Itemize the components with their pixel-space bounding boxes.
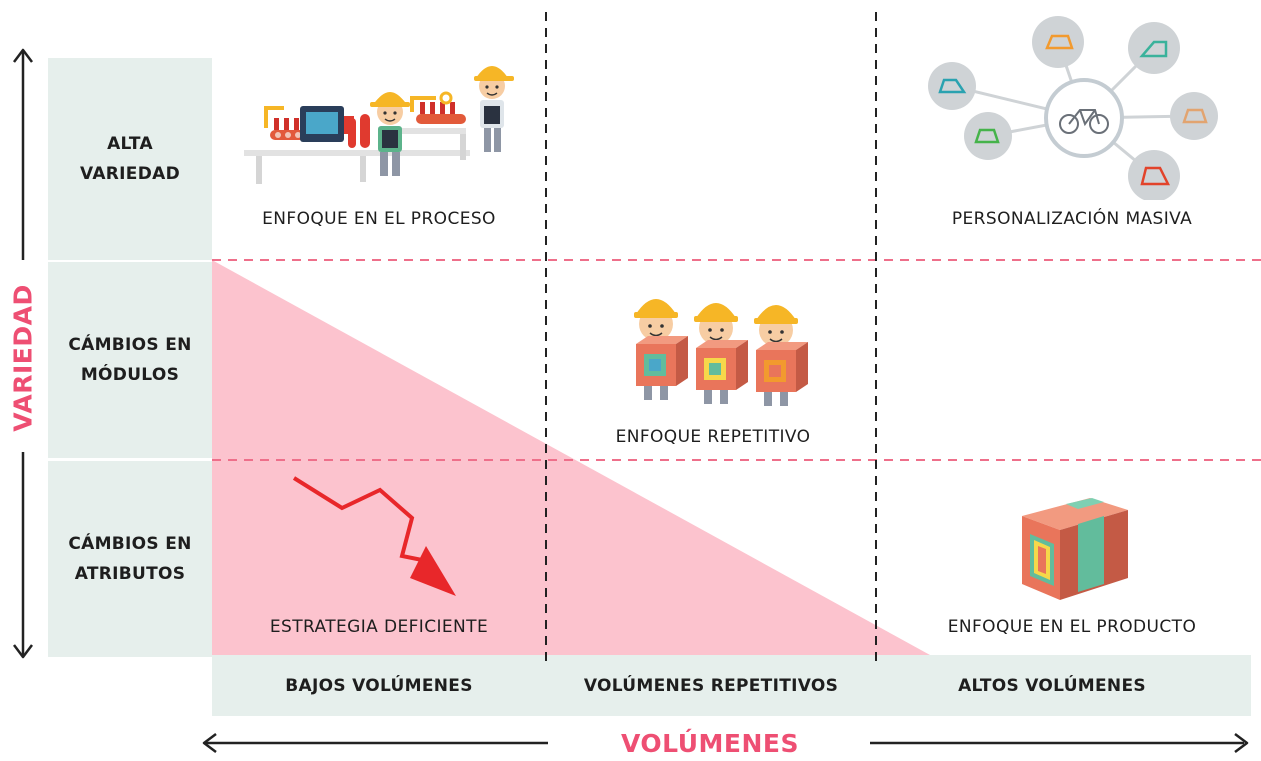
worker-box-2 <box>694 303 748 404</box>
declining-arrow-icon <box>292 476 456 596</box>
column-label-bajos: BAJOS VOLÚMENES <box>285 675 473 696</box>
column-label-repetitivos: VOLÚMENES REPETITIVOS <box>583 675 839 696</box>
worker-box-3 <box>754 305 808 406</box>
isometric-box-icon <box>1022 498 1128 600</box>
label-enfoque-producto: ENFOQUE EN EL PRODUCTO <box>947 617 1197 637</box>
worker-2 <box>474 66 514 152</box>
x-axis-title: VOLÚMENES <box>560 729 860 758</box>
column-label-altos: ALTOS VOLÚMENES <box>958 675 1146 696</box>
x-axis-arrows <box>202 733 1249 753</box>
label-personalizacion-masiva: PERSONALIZACIÓN MASIVA <box>951 209 1193 229</box>
worker-1 <box>370 92 410 176</box>
column-header-bajos: BAJOS VOLÚMENES <box>212 655 546 716</box>
row-label-cambios-modulos: CÁMBIOS EN MÓDULOS <box>68 335 192 385</box>
column-header-repetitivos: VOLÚMENES REPETITIVOS <box>546 655 876 716</box>
row-header-cambios-atributos: CÁMBIOS EN ATRIBUTOS <box>48 461 212 657</box>
label-enfoque-proceso: ENFOQUE EN EL PROCESO <box>262 209 496 229</box>
y-axis-title-text: VARIEDAD <box>8 284 38 432</box>
row-label-cambios-atributos: CÁMBIOS EN ATRIBUTOS <box>68 534 192 584</box>
bicycle-network-icon <box>928 16 1218 200</box>
label-enfoque-repetitivo: ENFOQUE REPETITIVO <box>615 427 811 447</box>
label-estrategia-deficiente: ESTRATEGIA DEFICIENTE <box>269 617 489 637</box>
x-axis-title-text: VOLÚMENES <box>621 729 799 758</box>
row-header-cambios-modulos: CÁMBIOS EN MÓDULOS <box>48 262 212 458</box>
worker-box-1 <box>634 299 688 400</box>
row-header-alta-variedad: ALTA VARIEDAD <box>48 58 212 260</box>
y-axis-title: VARIEDAD <box>9 284 38 431</box>
row-label-alta-variedad: ALTA VARIEDAD <box>80 134 180 184</box>
three-workers-boxes-icon <box>634 299 808 406</box>
factory-workers-conveyor-icon <box>244 66 514 184</box>
column-header-band <box>212 655 1251 716</box>
column-header-altos: ALTOS VOLÚMENES <box>876 655 1228 716</box>
y-axis-arrows <box>13 48 33 659</box>
